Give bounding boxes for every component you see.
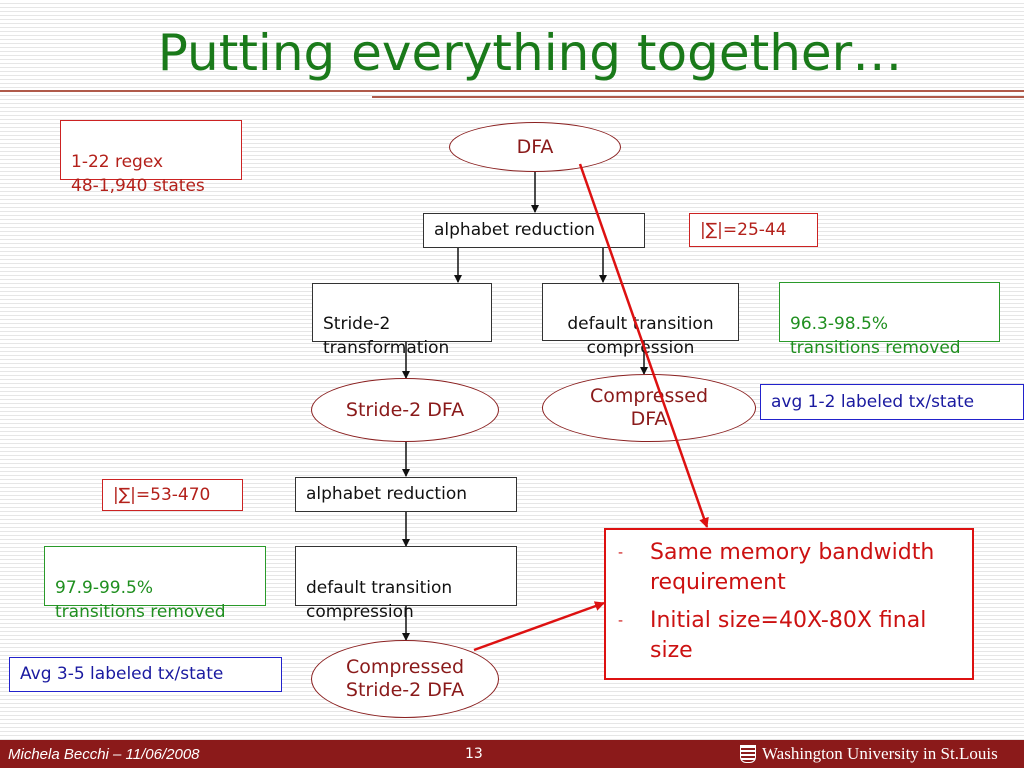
callout-bullet: - — [618, 613, 624, 629]
sigma-text-2: |∑|=53-470 — [113, 485, 211, 505]
dfa-node: DFA — [449, 122, 621, 172]
transitions-removed-note-2: 97.9-99.5% transitions removed — [44, 546, 266, 622]
compressed-dfa-node: Compressed DFA — [542, 374, 756, 442]
default-transition-compression-box-1: default transition compression — [542, 283, 739, 358]
stride2-dfa-node: Stride-2 DFA — [311, 378, 499, 442]
regex-states-text: 1-22 regex 48-1,940 states — [71, 152, 205, 196]
default-transition-compression-box-2: default transition compression — [295, 546, 517, 622]
default-transition-compression-label-1: default transition compression — [567, 314, 714, 358]
stride2-dfa-label: Stride-2 DFA — [345, 398, 465, 421]
alphabet-reduction-box-2: alphabet reduction — [295, 477, 517, 512]
university-logo: Washington University in St.Louis — [740, 744, 998, 764]
alphabet-reduction-label-1: alphabet reduction — [434, 220, 595, 240]
university-logo-text: Washington University in St.Louis — [762, 744, 998, 763]
callout-text: Same memory bandwidth requirement — [650, 540, 935, 595]
sigma-note-1: |∑|=25-44 — [689, 213, 818, 247]
callout-bullet: - — [618, 545, 624, 561]
sigma-note-2: |∑|=53-470 — [102, 479, 243, 511]
title-rule-top — [0, 90, 1024, 92]
callout-item: - Same memory bandwidth requirement — [618, 538, 962, 598]
title-rule-bottom — [372, 96, 1024, 98]
labeled-tx-text-2: Avg 3-5 labeled tx/state — [20, 664, 224, 684]
labeled-tx-note-2: Avg 3-5 labeled tx/state — [9, 657, 282, 692]
slide-title: Putting everything together… — [157, 24, 903, 82]
compressed-stride2-dfa-label: Compressed Stride-2 DFA — [345, 656, 465, 701]
alphabet-reduction-label-2: alphabet reduction — [306, 484, 467, 504]
page-number: 13 — [465, 746, 483, 762]
compressed-dfa-label: Compressed DFA — [589, 385, 709, 430]
default-transition-compression-label-2: default transition compression — [306, 578, 453, 622]
footer-author: Michela Becchi – 11/06/2008 — [8, 746, 200, 763]
shield-icon — [740, 745, 756, 763]
regex-states-note: 1-22 regex 48-1,940 states — [60, 120, 242, 196]
transitions-removed-note-1: 96.3-98.5% transitions removed — [779, 282, 1000, 358]
stride2-transformation-label: Stride-2 transformation — [323, 314, 450, 358]
callout-text: Initial size=40X-80X final size — [650, 608, 927, 663]
footer-bar: Michela Becchi – 11/06/2008 13 Washingto… — [0, 740, 1024, 768]
sigma-text-1: |∑|=25-44 — [700, 220, 787, 240]
transitions-removed-text-2: 97.9-99.5% transitions removed — [55, 578, 226, 622]
summary-callout: - Same memory bandwidth requirement - In… — [604, 528, 974, 680]
labeled-tx-note-1: avg 1-2 labeled tx/state — [760, 384, 1024, 420]
labeled-tx-text-1: avg 1-2 labeled tx/state — [771, 392, 975, 412]
compressed-stride2-dfa-node: Compressed Stride-2 DFA — [311, 640, 499, 718]
transitions-removed-text-1: 96.3-98.5% transitions removed — [790, 314, 961, 358]
dfa-label: DFA — [516, 135, 554, 158]
callout-item: - Initial size=40X-80X final size — [618, 606, 962, 666]
stride2-transformation-box: Stride-2 transformation — [312, 283, 492, 358]
alphabet-reduction-box-1: alphabet reduction — [423, 213, 645, 248]
